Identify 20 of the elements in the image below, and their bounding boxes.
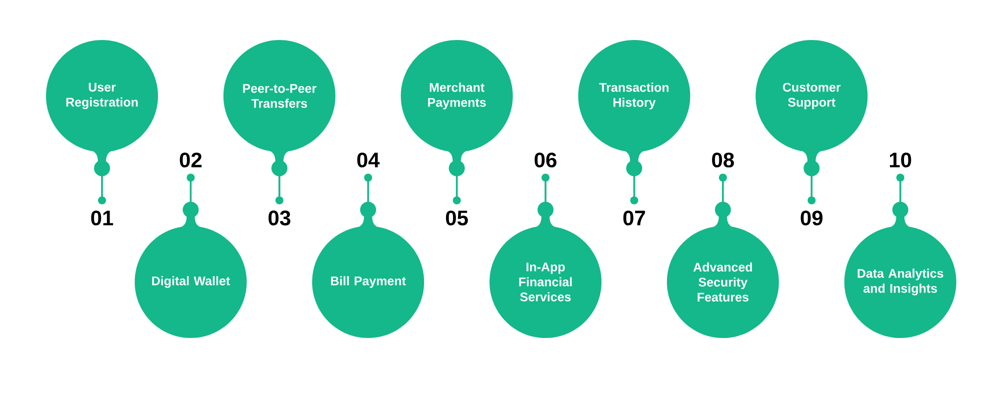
step-number: 06: [534, 152, 556, 168]
step-number: 02: [180, 152, 202, 168]
step-number: 08: [712, 152, 734, 168]
step-number: 05: [446, 210, 468, 226]
pin-stem: [360, 174, 376, 218]
step-number: 01: [91, 210, 114, 226]
pin-stem: [804, 160, 820, 204]
pin-stem: [271, 160, 288, 204]
pin-stem: [892, 174, 908, 218]
step-number: 10: [890, 152, 912, 168]
pin-stem: [94, 160, 110, 204]
pin-stem: [182, 174, 199, 218]
step-number: 09: [800, 210, 822, 226]
step-number: 04: [357, 152, 380, 168]
pin-stem: [626, 160, 642, 204]
pin-stem: [448, 160, 465, 204]
pin-stem: [714, 174, 731, 218]
pin-stem: [538, 174, 554, 218]
step-number: 07: [623, 210, 645, 226]
step-number: 03: [268, 210, 290, 226]
